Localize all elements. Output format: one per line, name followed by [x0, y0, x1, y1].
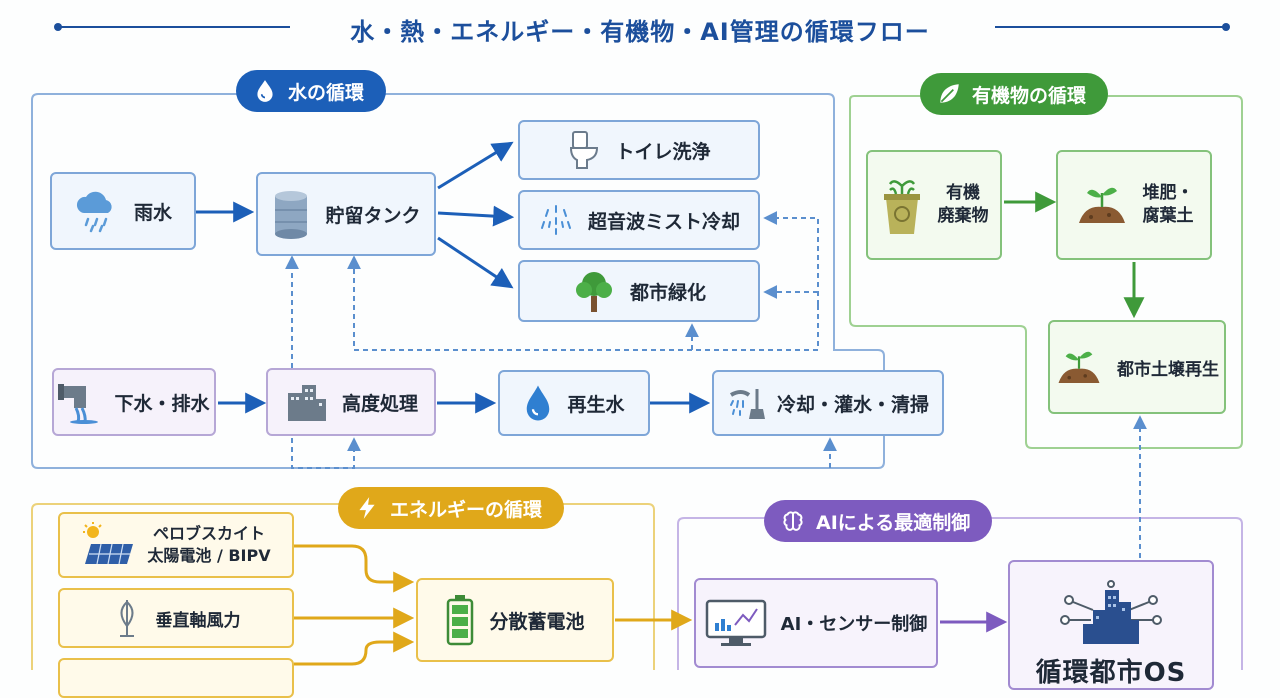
- mist-spray-icon: [538, 202, 574, 238]
- arrow-lower-to-battery: [294, 631, 415, 666]
- ai-section-label: AIによる最適制御: [816, 511, 971, 534]
- arrow-tank-to-green: [437, 236, 514, 289]
- node-reclaimed-water: 再生水: [498, 370, 650, 436]
- node-circular-city-os-label: 循環都市OS: [1035, 658, 1187, 688]
- node-cooling-irrigation: 冷却・灌水・清掃: [712, 370, 944, 436]
- node-compost: 堆肥・ 腐葉土: [1056, 150, 1212, 260]
- energy-section-label: エネルギーの循環: [390, 498, 543, 521]
- ai-section-pill: AIによる最適制御: [764, 500, 993, 542]
- energy-section-frame: [31, 503, 655, 670]
- flow-diagram: [31, 23, 1243, 670]
- sprinkler-icon: [727, 385, 767, 421]
- dashed-return-loop-to-tank: [347, 255, 819, 351]
- leaf-icon: [936, 81, 962, 107]
- organic-section-label: 有機物の循環: [972, 84, 1087, 107]
- node-sewage: 下水・排水: [52, 368, 216, 436]
- node-toilet-flush: トイレ洗浄: [518, 120, 760, 180]
- arrow-tank-to-toilet: [437, 141, 514, 190]
- sprout-soil-icon: [1075, 181, 1129, 229]
- node-compost-label-line1: 堆肥・: [1142, 183, 1194, 204]
- node-vertical-wind: 垂直軸風力: [58, 588, 294, 648]
- node-advanced-treatment-label: 高度処理: [341, 392, 418, 415]
- node-circular-city-os: 循環都市OS: [1008, 560, 1214, 690]
- node-distributed-battery-label: 分散蓄電池: [489, 610, 585, 633]
- node-reclaimed-water-label: 再生水: [567, 393, 625, 416]
- dashed-treatment-bottom-loop: [291, 437, 361, 469]
- title-rule: [54, 23, 1230, 31]
- smart-city-icon: [1051, 580, 1171, 646]
- node-ai-sensor-label: AI・センサー制御: [780, 614, 928, 635]
- ai-section-frame: [677, 517, 1243, 670]
- node-perovskite-solar-label-line2: 太陽電池 / BIPV: [147, 546, 271, 565]
- node-vertical-wind-label: 垂直軸風力: [155, 610, 241, 631]
- arrow-tank-to-mist: [437, 205, 515, 227]
- node-cooling-irrigation-label: 冷却・灌水・清掃: [776, 393, 929, 416]
- monitor-chart-icon: [705, 599, 767, 647]
- tree-icon: [572, 268, 616, 314]
- drain-pipe-icon: [58, 380, 100, 424]
- node-perovskite-solar: ペロブスカイト 太陽電池 / BIPV: [58, 512, 294, 578]
- solar-panel-icon: [81, 522, 137, 568]
- arrow-solar-to-battery: [294, 544, 415, 593]
- node-compost-label-line2: 腐葉土: [1142, 206, 1194, 226]
- rain-cloud-icon: [74, 189, 120, 233]
- node-urban-soil: 都市土壌再生: [1048, 320, 1226, 414]
- water-section-frame: [31, 93, 885, 469]
- organic-section-frame: [849, 95, 1243, 449]
- battery-icon: [445, 594, 475, 646]
- energy-section-pill: エネルギーの循環: [338, 487, 565, 529]
- node-urban-greening: 都市緑化: [518, 260, 760, 322]
- node-storage-tank-label: 貯留タンク: [325, 204, 421, 227]
- node-urban-greening-label: 都市緑化: [629, 281, 706, 304]
- node-rain-label: 雨水: [133, 201, 172, 224]
- water-drop-icon: [252, 78, 278, 104]
- node-organic-waste-label-line1: 有機: [946, 183, 980, 204]
- node-organic-waste-label-line2: 廃棄物: [937, 206, 989, 226]
- lightning-icon: [354, 495, 380, 521]
- node-urban-soil-label: 都市土壌再生: [1117, 359, 1219, 380]
- water-section-pill: 水の循環: [236, 70, 387, 112]
- diagram-title: 水・熱・エネルギー・有機物・AI管理の循環フロー: [350, 18, 930, 46]
- node-ai-sensor: AI・センサー制御: [694, 578, 938, 668]
- sprout-soil-icon: [1055, 345, 1103, 389]
- node-advanced-treatment: 高度処理: [266, 368, 436, 436]
- node-perovskite-solar-label-line1: ペロブスカイト: [152, 524, 265, 544]
- toilet-icon: [567, 130, 601, 170]
- node-toilet-flush-label: トイレ洗浄: [615, 140, 711, 163]
- node-ultrasonic-mist-label: 超音波ミスト冷却: [587, 210, 740, 233]
- node-distributed-battery: 分散蓄電池: [416, 578, 614, 662]
- node-organic-waste: 有機 廃棄物: [866, 150, 1002, 260]
- water-section-label: 水の循環: [288, 81, 365, 104]
- organic-section-pill: 有機物の循環: [920, 73, 1109, 115]
- node-ultrasonic-mist: 超音波ミスト冷却: [518, 190, 760, 250]
- building-icon: [284, 381, 328, 423]
- node-rain: 雨水: [50, 172, 196, 250]
- compost-bin-icon: [880, 174, 924, 236]
- water-drop-icon: [523, 383, 553, 423]
- dashed-return-to-mist: [763, 211, 819, 305]
- wind-turbine-icon: [112, 598, 142, 638]
- node-sewage-label: 下水・排水: [114, 392, 210, 415]
- brain-icon: [780, 508, 806, 534]
- node-storage-tank: 貯留タンク: [256, 172, 436, 256]
- node-energy-source-partial: [58, 658, 294, 698]
- storage-tank-icon: [271, 188, 311, 240]
